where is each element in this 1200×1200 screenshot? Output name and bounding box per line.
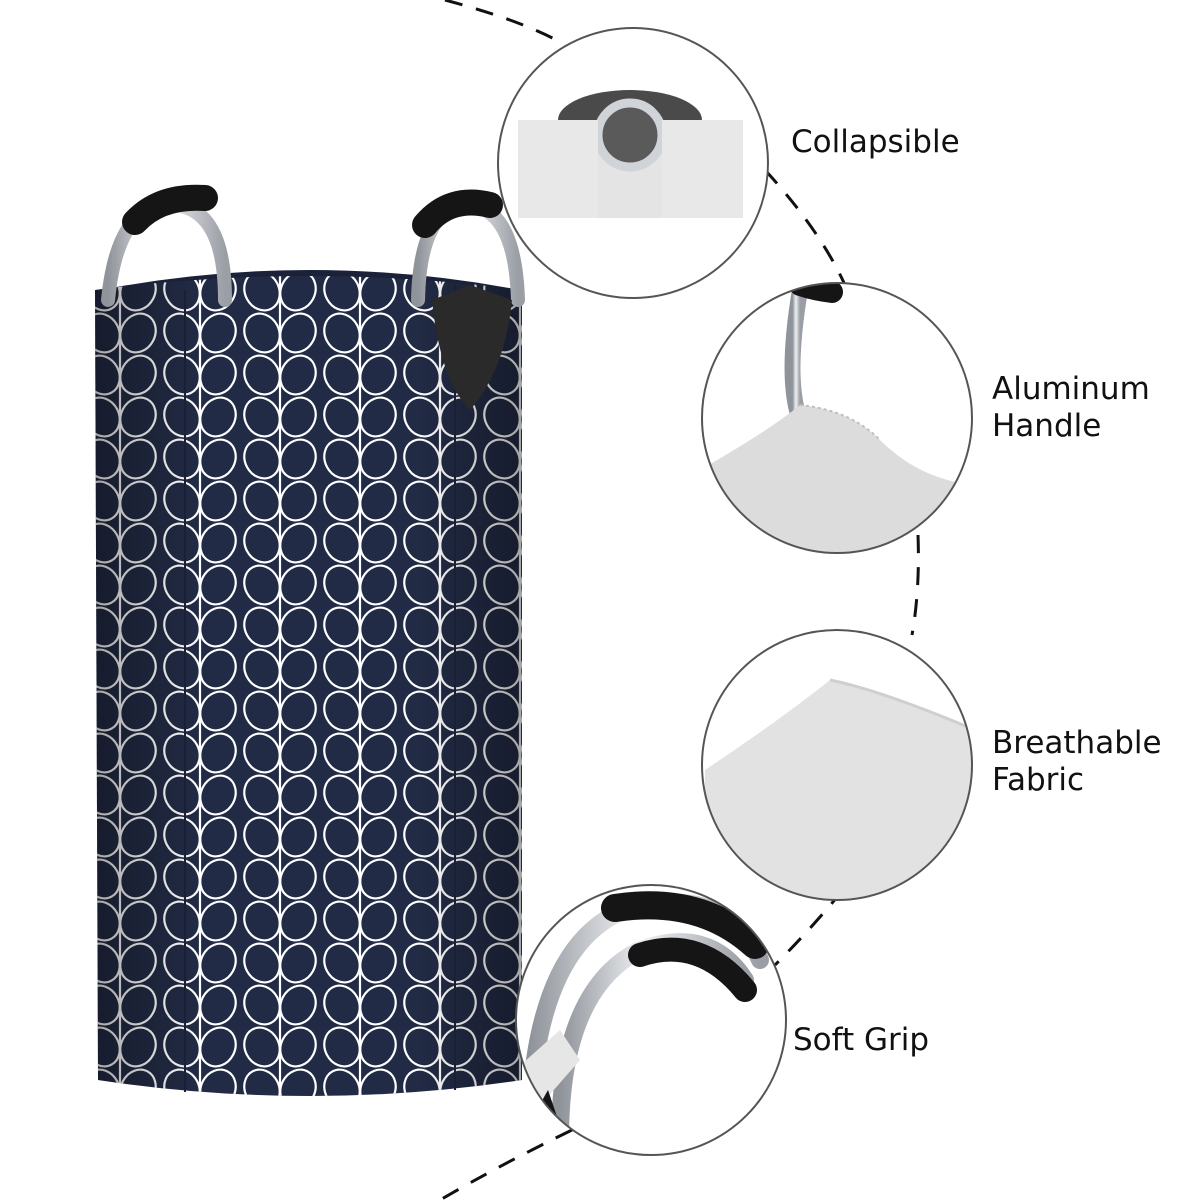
detail-circle-breathable-fabric: [701, 629, 973, 901]
label-collapsible: Collapsible: [791, 124, 960, 161]
detail-circle-collapsible: [497, 27, 769, 299]
label-breathable-fabric-line2: Fabric: [992, 762, 1085, 798]
label-aluminum-handle-line2: Handle: [992, 408, 1102, 444]
label-aluminum-handle: Aluminum Handle: [992, 371, 1150, 445]
basket-handle-right: [411, 189, 525, 307]
label-aluminum-handle-line1: Aluminum: [992, 371, 1150, 407]
detail-circle-aluminum-handle: [701, 282, 973, 554]
label-soft-grip-line1: Soft Grip: [793, 1022, 930, 1058]
label-collapsible-line1: Collapsible: [791, 124, 960, 160]
label-breathable-fabric-line1: Breathable: [992, 725, 1162, 761]
label-soft-grip: Soft Grip: [793, 1022, 929, 1059]
basket-handle-left: [101, 184, 232, 307]
label-breathable-fabric: Breathable Fabric: [992, 725, 1162, 799]
laundry-basket: [95, 184, 525, 1096]
detail-circle-soft-grip: [515, 884, 787, 1156]
